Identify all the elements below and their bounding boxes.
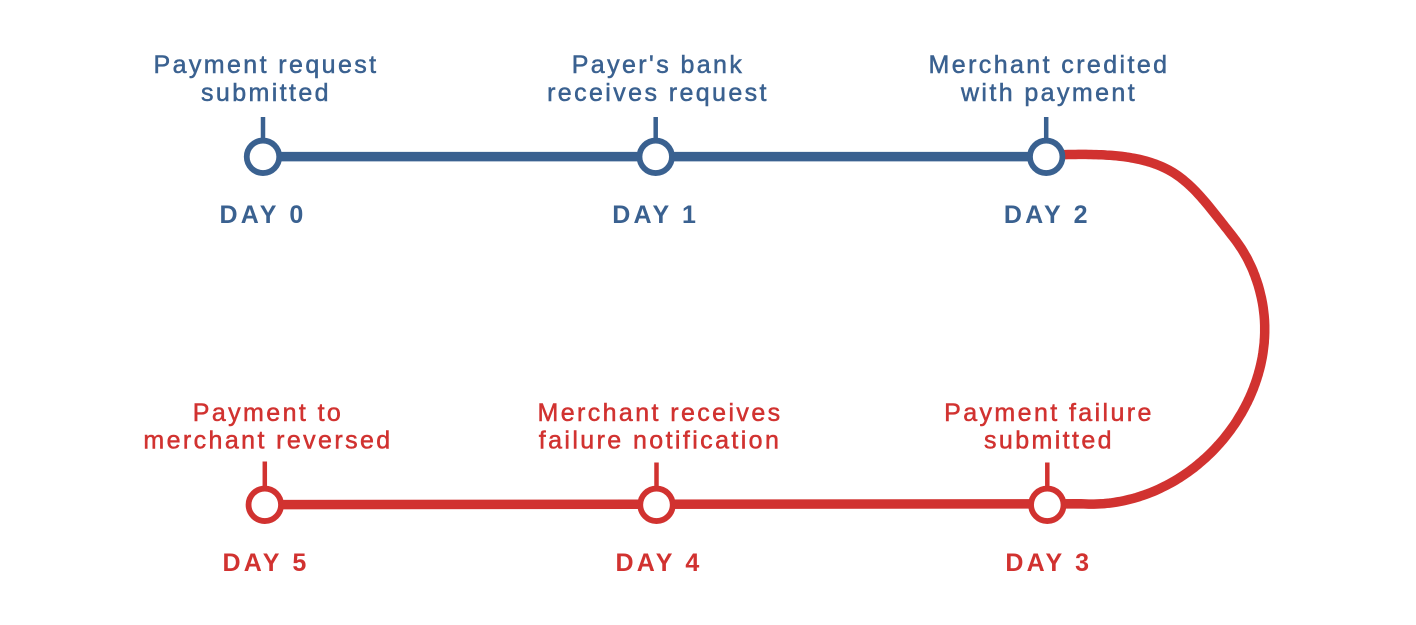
- svg-text:submitted: submitted: [201, 79, 331, 107]
- svg-text:receives request: receives request: [547, 79, 769, 107]
- svg-text:merchant reversed: merchant reversed: [143, 427, 392, 455]
- svg-text:submitted: submitted: [984, 427, 1114, 455]
- svg-text:Payer's bank: Payer's bank: [572, 51, 745, 79]
- svg-text:Merchant receives: Merchant receives: [537, 399, 782, 427]
- svg-text:with payment: with payment: [960, 79, 1137, 107]
- svg-text:Payment to: Payment to: [193, 399, 343, 427]
- svg-text:Payment failure: Payment failure: [944, 399, 1154, 427]
- svg-text:DAY 0: DAY 0: [220, 201, 307, 229]
- svg-text:Merchant credited: Merchant credited: [929, 51, 1170, 79]
- svg-text:DAY 4: DAY 4: [616, 549, 703, 577]
- svg-text:DAY 2: DAY 2: [1004, 201, 1091, 229]
- svg-text:DAY 1: DAY 1: [612, 201, 699, 229]
- svg-text:Payment request: Payment request: [154, 51, 379, 79]
- svg-text:failure notification: failure notification: [539, 427, 782, 455]
- svg-text:DAY 5: DAY 5: [223, 549, 310, 577]
- svg-text:DAY 3: DAY 3: [1005, 549, 1092, 577]
